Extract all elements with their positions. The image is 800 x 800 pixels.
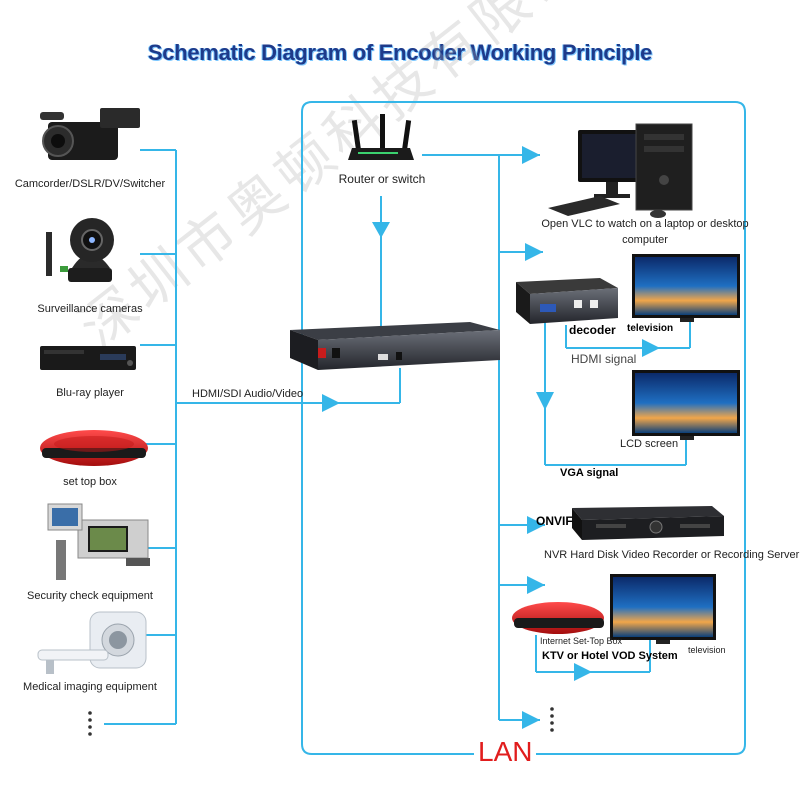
bluray-player-icon <box>40 346 136 370</box>
arrow-down-vga <box>536 392 554 410</box>
hdmi-signal-label: HDMI signal <box>571 352 637 366</box>
surveillance-camera-icon <box>46 218 114 282</box>
internet-set-top-box-icon <box>512 602 604 634</box>
television-2-icon <box>610 574 716 644</box>
arrow-down-router <box>372 222 390 238</box>
internet-stb-label: Internet Set-Top Box <box>540 636 623 646</box>
arrow-right-input <box>322 394 340 412</box>
lcd-screen-label: LCD screen <box>620 438 679 450</box>
security-scanner-icon <box>47 503 150 580</box>
arrow-right-tv <box>574 663 592 681</box>
arrow-right-hdmi <box>642 339 660 357</box>
television-icon <box>632 254 740 322</box>
vga-signal-label: VGA signal <box>560 467 619 479</box>
connection-lines <box>104 101 746 755</box>
more-destinations-icon <box>550 707 554 732</box>
router-icon <box>348 114 414 160</box>
television-2-label: television <box>688 645 726 655</box>
source-label-bluray: Blu-ray player <box>56 387 124 399</box>
arrow-right-decoder <box>525 243 543 261</box>
encoder-device <box>290 322 500 370</box>
set-top-box-icon <box>40 430 148 466</box>
computer-label-line2: computer <box>622 234 668 246</box>
router-label: Router or switch <box>338 172 426 186</box>
input-signal-label: HDMI/SDI Audio/Video <box>192 388 304 400</box>
arrow-right-stb <box>527 576 545 594</box>
arrow-right-more <box>522 711 540 729</box>
source-label-camcorder: Camcorder/DSLR/DV/Switcher <box>14 178 166 190</box>
arrow-right-nvr <box>527 516 545 534</box>
lcd-screen-icon <box>632 370 740 440</box>
arrow-right-computer <box>522 146 540 164</box>
onvif-label: ONVIF <box>536 514 573 528</box>
nvr-recorder-icon <box>572 506 724 540</box>
diagram-title: Schematic Diagram of Encoder Working Pri… <box>147 40 653 65</box>
decoder-device <box>516 278 618 324</box>
source-label-set-top-box: set top box <box>63 476 117 488</box>
computer-label-line1: Open VLC to watch on a laptop or desktop <box>541 218 749 230</box>
medical-scanner-icon <box>37 611 147 674</box>
decoder-label: decoder <box>569 323 616 337</box>
nvr-label: NVR Hard Disk Video Recorder or Recordin… <box>544 549 800 561</box>
lan-label: LAN <box>474 736 537 768</box>
more-sources-icon <box>88 711 92 736</box>
television-label: television <box>627 323 674 334</box>
source-label-surveillance: Surveillance cameras <box>37 303 143 315</box>
ktv-vod-label: KTV or Hotel VOD System <box>542 650 678 662</box>
desktop-computer-icon <box>548 123 693 218</box>
arrowheads <box>322 146 660 729</box>
source-label-security-check: Security check equipment <box>27 590 153 602</box>
camcorder-icon <box>40 108 140 160</box>
source-label-medical: Medical imaging equipment <box>23 681 157 693</box>
